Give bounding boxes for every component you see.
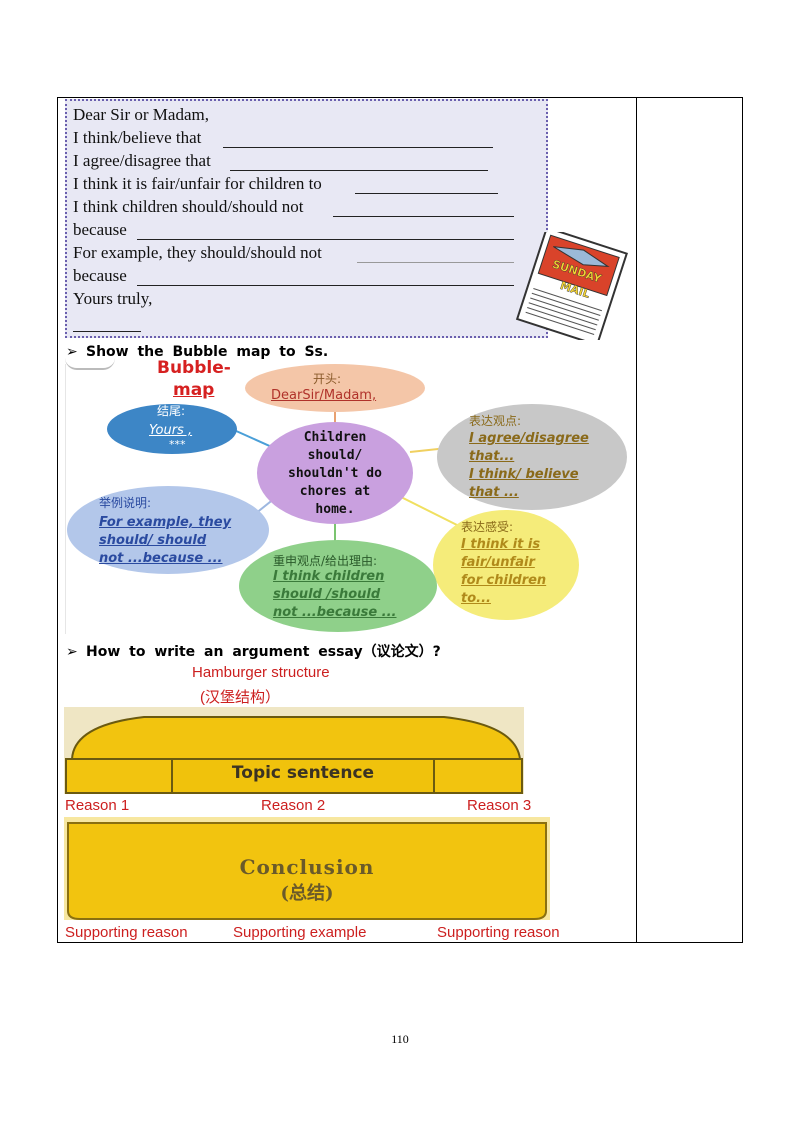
support-label: Supporting reason <box>437 924 560 941</box>
arrow-bullet-icon: ➢ <box>66 344 78 360</box>
arrow-bullet-icon: ➢ <box>66 644 78 660</box>
ending-body: Yours , <box>149 423 193 438</box>
opinion-line: I agree/disagree <box>469 431 589 446</box>
center-text: Children should/ shouldn't do chores at … <box>288 430 382 517</box>
feeling-head: 表达感受: <box>461 520 514 534</box>
reason-2-label: Reason 2 <box>261 797 326 814</box>
conclusion-cn-label: (总结) <box>280 883 334 904</box>
opinion-bubble <box>437 404 627 510</box>
ending-signature: *** <box>169 438 186 451</box>
hamburger-subtitle: (汉堡结构） <box>200 689 280 706</box>
bottom-bun-image: Conclusion (总结) <box>64 817 550 920</box>
feeling-line: for children <box>461 573 547 588</box>
blank-line <box>357 262 514 263</box>
example-line: not ...because ... <box>99 551 223 566</box>
opening-head: 开头: <box>313 372 342 386</box>
topic-sentence-label: Topic sentence <box>231 763 375 783</box>
reason-3-label: Reason 3 <box>467 797 532 814</box>
lesson-table <box>57 97 743 943</box>
conclusion-label: Conclusion <box>239 855 375 879</box>
letter-line: I agree/disagree that <box>73 151 211 170</box>
support-label: Supporting reason <box>65 924 188 941</box>
blank-line <box>137 285 514 286</box>
letter-line: Dear Sir or Madam, <box>73 105 209 124</box>
column-divider <box>636 98 637 942</box>
ending-bubble <box>107 404 237 454</box>
example-line: For example, they <box>99 515 232 530</box>
blank-line <box>230 170 488 171</box>
restate-head: 重申观点/给出理由: <box>273 554 378 568</box>
reason-1-label: Reason 1 <box>65 797 130 814</box>
newspaper-illustration: SUNDAY MAIL <box>515 232 628 340</box>
letter-line: I think it is fair/unfair for children t… <box>73 174 322 193</box>
feeling-bubble <box>433 510 579 620</box>
page-number: 110 <box>391 1032 409 1046</box>
opinion-line: that... <box>469 449 515 464</box>
center-bubble <box>257 422 413 524</box>
restate-line: should /should <box>273 587 381 602</box>
opinion-line: I think/ believe <box>469 467 579 482</box>
example-head: 举例说明: <box>99 496 152 510</box>
blank-line <box>223 147 493 148</box>
top-bun-image: Topic sentence <box>64 707 524 794</box>
letter-template: Dear Sir or Madam, I think/believe that … <box>65 99 548 338</box>
letter-line: For example, they should/should not <box>73 243 322 262</box>
bullet-how-to-write: ➢How to write an argument essay（议论文）? <box>66 644 441 660</box>
hamburger-title: Hamburger structure <box>192 664 330 681</box>
ending-head: 结尾: <box>157 404 186 418</box>
support-label: Supporting example <box>233 924 367 941</box>
opinion-line: that ... <box>469 485 519 500</box>
letter-line: because <box>73 266 127 285</box>
blank-line <box>137 239 514 240</box>
letter-line: I think/believe that <box>73 128 202 147</box>
blank-line <box>73 331 141 332</box>
example-line: should/ should <box>99 533 207 548</box>
opening-body: DearSir/Madam, <box>271 388 377 403</box>
partial-bubble-shape <box>65 358 115 370</box>
bullet-show-bubble: ➢Show the Bubble map to Ss. <box>66 344 329 360</box>
restate-bubble <box>239 540 437 632</box>
restate-line: not ...because ... <box>273 605 397 620</box>
feeling-line: I think it is <box>461 537 541 552</box>
bubble-map-title-2: map <box>173 380 215 400</box>
letter-line: I think children should/should not <box>73 197 304 216</box>
opinion-head: 表达观点: <box>469 414 522 428</box>
bubble-map-title: Bubble- <box>157 358 231 378</box>
blank-line <box>355 193 498 194</box>
letter-line: because <box>73 220 127 239</box>
feeling-line: to... <box>461 591 491 606</box>
blank-line <box>333 216 514 217</box>
example-bubble <box>67 486 269 574</box>
bubble-map: Bubble- map 开头: DearSir/Madam, 结尾: Yours… <box>65 358 635 636</box>
feeling-line: fair/unfair <box>461 555 535 570</box>
letter-line: Yours truly, <box>73 289 153 308</box>
opening-bubble <box>245 364 425 412</box>
restate-line: I think children <box>273 569 385 584</box>
